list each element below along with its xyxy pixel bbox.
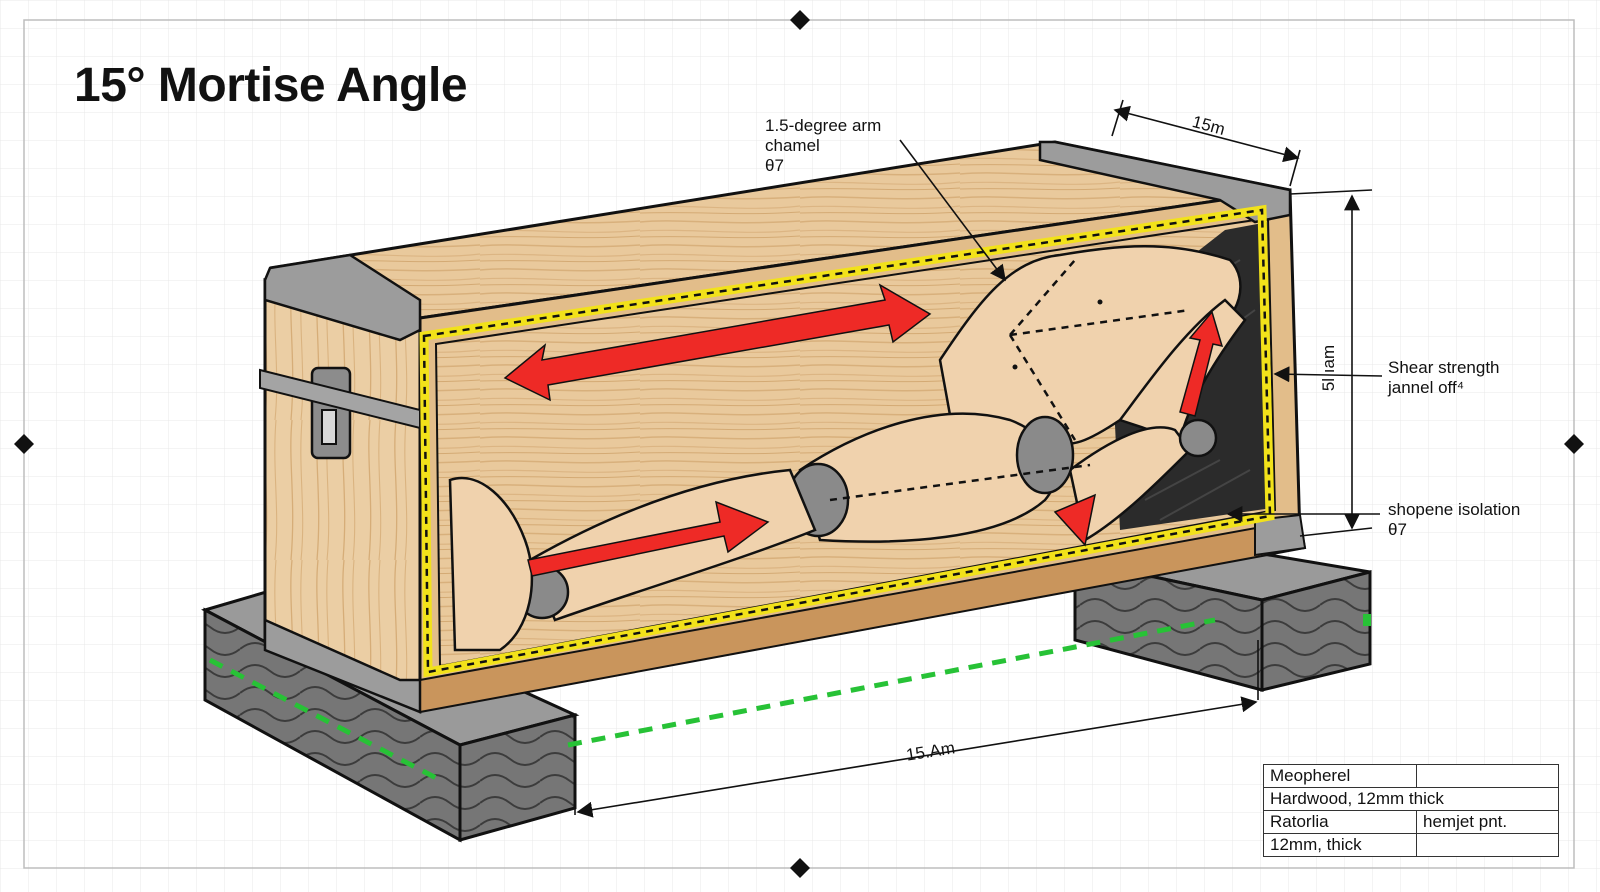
spec-cell: 12mm, thick — [1263, 833, 1417, 857]
table-row: Ratorlia hemjet pnt. — [1263, 810, 1559, 834]
table-row: Hardwood, 12mm thick — [1263, 787, 1559, 811]
force-arrow-arm — [1179, 310, 1224, 417]
force-arrows — [503, 283, 1224, 577]
frame-marker-bottom — [790, 858, 810, 878]
spec-cell: Ratorlia — [1263, 810, 1417, 834]
dimension-height-label: 5l ıam — [1319, 344, 1339, 392]
spec-cell: hemjet pnt. — [1416, 810, 1559, 834]
spec-cell: Hardwood, 12mm thick — [1263, 787, 1559, 811]
spec-cell: Meopherel — [1263, 764, 1417, 788]
callout-isolation: shopene isolation θ7 — [1388, 500, 1520, 540]
dimension-lines — [574, 99, 1383, 818]
callout-isolation-line-1: shopene isolation — [1388, 500, 1521, 519]
callout-shear-line-1: Shear strength — [1388, 358, 1500, 377]
callout-shear-strength: Shear strength jannel off⁴ — [1388, 358, 1500, 398]
frame-marker-right — [1564, 434, 1584, 454]
frame-marker-top — [790, 10, 810, 30]
callout-arm-channel: 1.5-degree arm chamel θ7 — [765, 116, 881, 176]
diagram-title: 15° Mortise Angle — [74, 59, 468, 112]
spec-cell — [1416, 833, 1559, 857]
force-arrow-shin — [527, 500, 770, 577]
spec-cell — [1416, 764, 1559, 788]
callout-arm-channel-line-1: 1.5-degree arm — [765, 116, 882, 135]
table-row: Meopherel — [1263, 764, 1559, 788]
callout-isolation-line-2: θ7 — [1388, 520, 1407, 539]
callout-arm-channel-line-2: chamel — [765, 136, 820, 155]
force-arrow-double — [503, 283, 932, 402]
frame-marker-left — [14, 434, 34, 454]
table-row: 12mm, thick — [1263, 833, 1559, 857]
force-arrow-hip — [1053, 493, 1097, 547]
spec-table: Meopherel Hardwood, 12mm thick Ratorlia … — [1263, 764, 1559, 857]
callout-shear-line-2: jannel off⁴ — [1388, 378, 1464, 397]
callout-arm-channel-line-3: θ7 — [765, 156, 784, 175]
frame-markers — [14, 10, 1584, 878]
